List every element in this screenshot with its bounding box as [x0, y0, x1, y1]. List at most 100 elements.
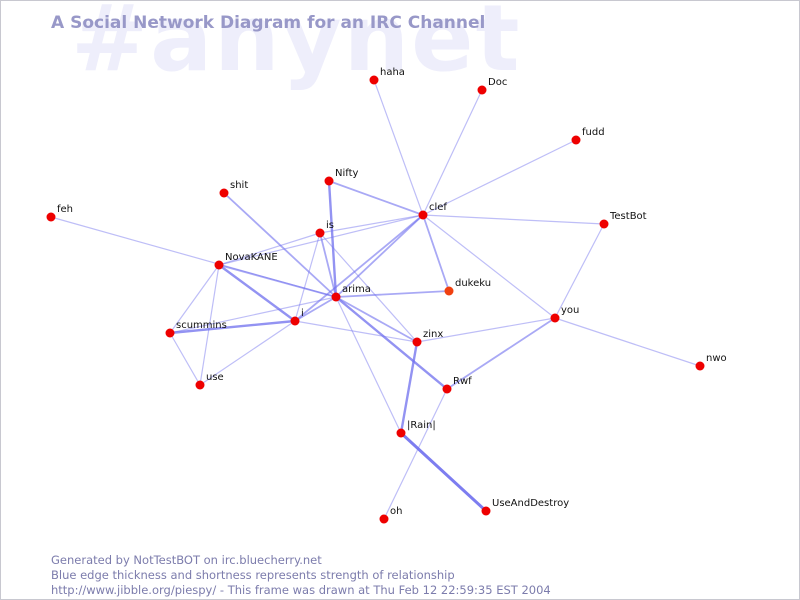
- edge-clef-Nifty: [328, 180, 424, 216]
- node-label: Doc: [488, 77, 507, 88]
- edge-NovaKANE-arima: [218, 264, 337, 298]
- edge-clef-i: [294, 214, 424, 322]
- node-dot: [315, 228, 325, 238]
- node-label: is: [326, 220, 334, 231]
- node-label: use: [206, 372, 224, 383]
- node-clef: clef: [418, 202, 447, 220]
- edge-i-use: [199, 320, 296, 386]
- node-label: UseAndDestroy: [492, 498, 569, 509]
- node-zinx: zinx: [412, 329, 443, 347]
- node-label: zinx: [423, 329, 443, 340]
- node-fudd: fudd: [571, 127, 605, 145]
- node-label: arima: [342, 284, 371, 295]
- edge-Rwf-oh: [383, 388, 448, 520]
- edge-NovaKANE-i: [217, 263, 297, 323]
- node-label: oh: [390, 506, 402, 517]
- footer-timestamp-line: http://www.jibble.org/piespy/ - This fra…: [51, 583, 551, 597]
- node-dot: [369, 75, 379, 85]
- edge-is-arima: [319, 232, 337, 298]
- footer-legend-line: Blue edge thickness and shortness repres…: [51, 568, 455, 582]
- node-label: |Rain|: [407, 420, 436, 431]
- edge-you-nwo: [554, 317, 701, 367]
- node-label: clef: [429, 202, 447, 213]
- node-dot: [550, 313, 560, 323]
- edge-clef-TestBot: [422, 214, 605, 225]
- node-dot: [165, 328, 175, 338]
- node-label: dukeku: [455, 278, 491, 289]
- node-shit: shit: [219, 180, 248, 198]
- edge-scummins-use: [169, 332, 201, 386]
- edge-TestBot-you: [554, 223, 605, 319]
- node-Doc: Doc: [477, 77, 507, 95]
- node-label: scummins: [176, 320, 227, 331]
- node-dot: [219, 188, 229, 198]
- node-label: TestBot: [609, 211, 647, 222]
- edge-arima-dukeku: [335, 290, 450, 298]
- channel-watermark: #anynet: [71, 0, 522, 92]
- edge-clef-arima: [335, 214, 424, 298]
- node-use: use: [195, 372, 224, 390]
- node-is: is: [315, 220, 334, 238]
- edge-zinx-Rain: [399, 340, 419, 435]
- edge-is-i: [294, 232, 321, 322]
- node-label: feh: [57, 204, 73, 215]
- node-arima: arima: [331, 284, 371, 302]
- node-dot: [195, 380, 205, 390]
- footer: Generated by NotTestBOT on irc.bluecherr…: [51, 553, 551, 598]
- node-UseAndDestroy: UseAndDestroy: [481, 498, 569, 516]
- node-dot: [571, 135, 581, 145]
- node-TestBot: TestBot: [599, 211, 647, 229]
- diagram-title: A Social Network Diagram for an IRC Chan…: [51, 13, 486, 33]
- footer-generator-line: Generated by NotTestBOT on irc.bluecherr…: [51, 553, 322, 567]
- node-Nifty: Nifty: [324, 168, 359, 186]
- node-label: haha: [380, 67, 405, 78]
- node-label: shit: [230, 180, 248, 191]
- edge-clef-fudd: [422, 139, 577, 216]
- edge-clef-you: [422, 214, 556, 319]
- node-dot: [331, 292, 341, 302]
- edge-you-Rwf: [446, 317, 556, 390]
- edge-i-scummins: [168, 319, 297, 335]
- node-Rwf: Rwf: [442, 376, 472, 394]
- node-dot: [442, 384, 452, 394]
- edges-layer: [50, 79, 701, 520]
- edge-arima-Rain: [335, 296, 402, 434]
- node-dot: [599, 219, 609, 229]
- node-dot: [290, 316, 300, 326]
- node-dot: [418, 210, 428, 220]
- node-dot: [396, 428, 406, 438]
- node-dukeku: dukeku: [444, 278, 491, 296]
- node-nwo: nwo: [695, 353, 727, 371]
- node-i: i: [290, 308, 304, 326]
- edge-arima-i: [294, 296, 337, 322]
- edge-Nifty-arima: [327, 179, 338, 299]
- node-haha: haha: [369, 67, 405, 85]
- node-label: Rwf: [453, 376, 472, 387]
- edge-Rain-UseAndDestroy: [399, 431, 488, 513]
- edge-clef-dukeku: [422, 214, 450, 292]
- node-dot: [412, 337, 422, 347]
- node-label: nwo: [706, 353, 727, 364]
- edge-zinx-you: [416, 317, 556, 343]
- node-oh: oh: [379, 506, 402, 524]
- node-dot: [444, 286, 454, 296]
- node-label: you: [561, 305, 579, 316]
- edge-NovaKANE-scummins: [169, 264, 220, 334]
- node-feh: feh: [46, 204, 73, 222]
- node-dot: [324, 176, 334, 186]
- node-dot: [481, 506, 491, 516]
- edge-arima-zinx: [335, 296, 418, 343]
- node-dot: [695, 361, 705, 371]
- node-label: i: [301, 308, 304, 319]
- node-dot: [214, 260, 224, 270]
- node-Rain: |Rain|: [396, 420, 436, 438]
- node-dot: [379, 514, 389, 524]
- node-NovaKANE: NovaKANE: [214, 252, 278, 270]
- edge-clef-is: [319, 214, 424, 234]
- edge-clef-Doc: [422, 89, 483, 216]
- edge-is-NovaKANE: [218, 232, 321, 266]
- edge-arima-scummins: [169, 296, 337, 334]
